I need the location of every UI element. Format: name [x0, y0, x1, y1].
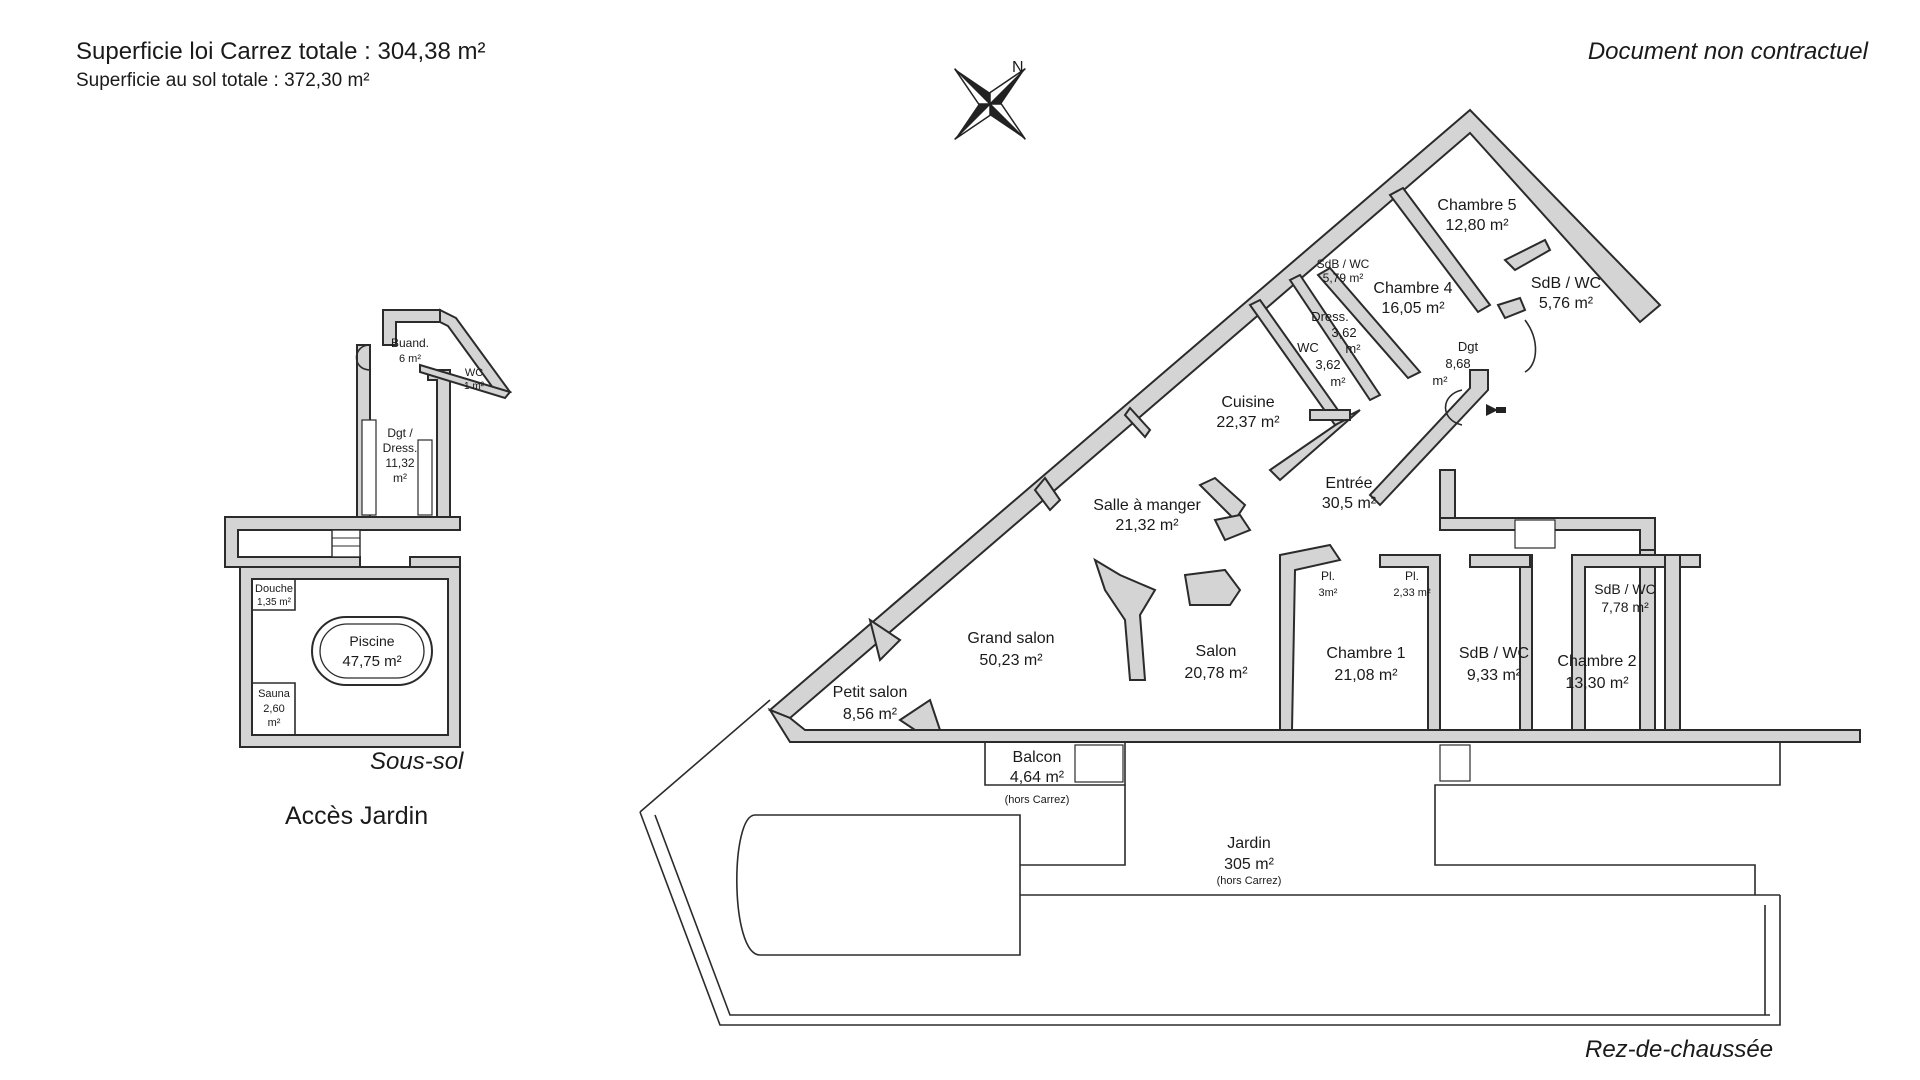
room-sdbwc579-name: SdB / WC [1317, 257, 1370, 271]
room-wc-area1: 3,62 [1315, 357, 1340, 372]
room-dgt-area2: m² [1432, 373, 1448, 388]
room-chambre1-name: Chambre 1 [1326, 645, 1405, 662]
room-placard1-area: 3m² [1319, 587, 1338, 599]
room-balcon-note: (hors Carrez) [1005, 794, 1070, 806]
ground-total-area: Superficie au sol totale : 372,30 m² [76, 70, 370, 91]
room-salle-a-manger-area: 21,32 m² [1115, 517, 1179, 534]
room-salon-name: Salon [1196, 643, 1237, 660]
room-chambre4-name: Chambre 4 [1373, 280, 1452, 297]
carrez-total-area: Superficie loi Carrez totale : 304,38 m² [76, 38, 486, 65]
room-sdbwc576-name: SdB / WC [1531, 275, 1601, 292]
room-piscine-area: 47,75 m² [342, 653, 401, 670]
level-ground-label: Rez-de-chaussée [1585, 1036, 1774, 1063]
room-dgt-dress-area2: m² [393, 471, 407, 485]
ground-floor-plan [639, 108, 1861, 1026]
room-jardin-area: 305 m² [1224, 856, 1274, 873]
room-grand-salon-name: Grand salon [967, 630, 1054, 647]
room-wc-basement-area: 1 m² [464, 381, 485, 392]
room-dgt-name: Dgt [1458, 339, 1479, 354]
room-sdbwc579-area: 5,79 m² [1323, 271, 1364, 285]
room-jardin-note: (hors Carrez) [1217, 875, 1282, 887]
room-balcon-area: 4,64 m² [1010, 769, 1065, 786]
room-chambre5-name: Chambre 5 [1437, 197, 1516, 214]
basement-plan [224, 308, 512, 748]
room-salon-area: 20,78 m² [1184, 665, 1248, 682]
room-piscine-name: Piscine [349, 633, 394, 649]
room-buanderie-name: Buand. [391, 336, 429, 350]
compass-rose-icon [954, 68, 1026, 140]
room-douche-area: 1,35 m² [257, 597, 292, 608]
room-sdbwc778-area: 7,78 m² [1601, 599, 1649, 615]
room-chambre4-area: 16,05 m² [1381, 300, 1445, 317]
room-wc-basement-name: WC [465, 367, 483, 379]
room-cuisine-name: Cuisine [1221, 394, 1274, 411]
disclaimer-text: Document non contractuel [1587, 38, 1868, 65]
room-wc-area2: m² [1330, 374, 1346, 389]
room-cuisine-area: 22,37 m² [1216, 414, 1280, 431]
room-sauna-area2: m² [268, 717, 281, 729]
room-chambre5-area: 12,80 m² [1445, 217, 1509, 234]
room-sdbwc933-name: SdB / WC [1459, 645, 1529, 662]
room-entree-name: Entrée [1325, 475, 1372, 492]
room-dgt-dress-name2: Dress. [383, 441, 418, 455]
room-salle-a-manger-name: Salle à manger [1093, 497, 1201, 514]
room-chambre2-name: Chambre 2 [1557, 653, 1636, 670]
level-basement-label: Sous-sol [370, 748, 464, 775]
room-dgt-dress-area1: 11,32 [385, 456, 414, 470]
room-jardin-name: Jardin [1227, 835, 1271, 852]
room-chambre2-area: 13,30 m² [1565, 675, 1629, 692]
room-chambre1-area: 21,08 m² [1334, 667, 1398, 684]
garden-access-label: Accès Jardin [285, 802, 429, 830]
room-sdbwc576-area: 5,76 m² [1539, 295, 1594, 312]
room-petit-salon-name: Petit salon [833, 684, 908, 701]
room-dgt-area1: 8,68 [1445, 356, 1470, 371]
room-placard1-name: Pl. [1321, 569, 1335, 583]
room-petit-salon-area: 8,56 m² [843, 706, 898, 723]
room-sauna-area1: 2,60 [263, 703, 284, 715]
room-buanderie-area: 6 m² [399, 353, 421, 365]
room-dress-area1: 3,62 [1331, 325, 1356, 340]
room-balcon-name: Balcon [1013, 749, 1062, 766]
room-wc-name: WC [1297, 340, 1319, 355]
room-entree-area: 30,5 m² [1322, 495, 1377, 512]
room-placard2-name: Pl. [1405, 569, 1419, 583]
compass-north-label: N [1012, 59, 1024, 76]
room-douche-name: Douche [255, 583, 293, 595]
room-sdbwc933-area: 9,33 m² [1467, 667, 1522, 684]
room-dress-area2: m² [1345, 341, 1361, 356]
room-grand-salon-area: 50,23 m² [979, 652, 1043, 669]
room-sauna-name: Sauna [258, 688, 291, 700]
room-placard2-area: 2,33 m² [1393, 587, 1431, 599]
room-dress-name: Dress. [1311, 309, 1349, 324]
room-sdbwc778-name: SdB / WC [1594, 581, 1655, 597]
room-dgt-dress-name1: Dgt / [387, 426, 413, 440]
